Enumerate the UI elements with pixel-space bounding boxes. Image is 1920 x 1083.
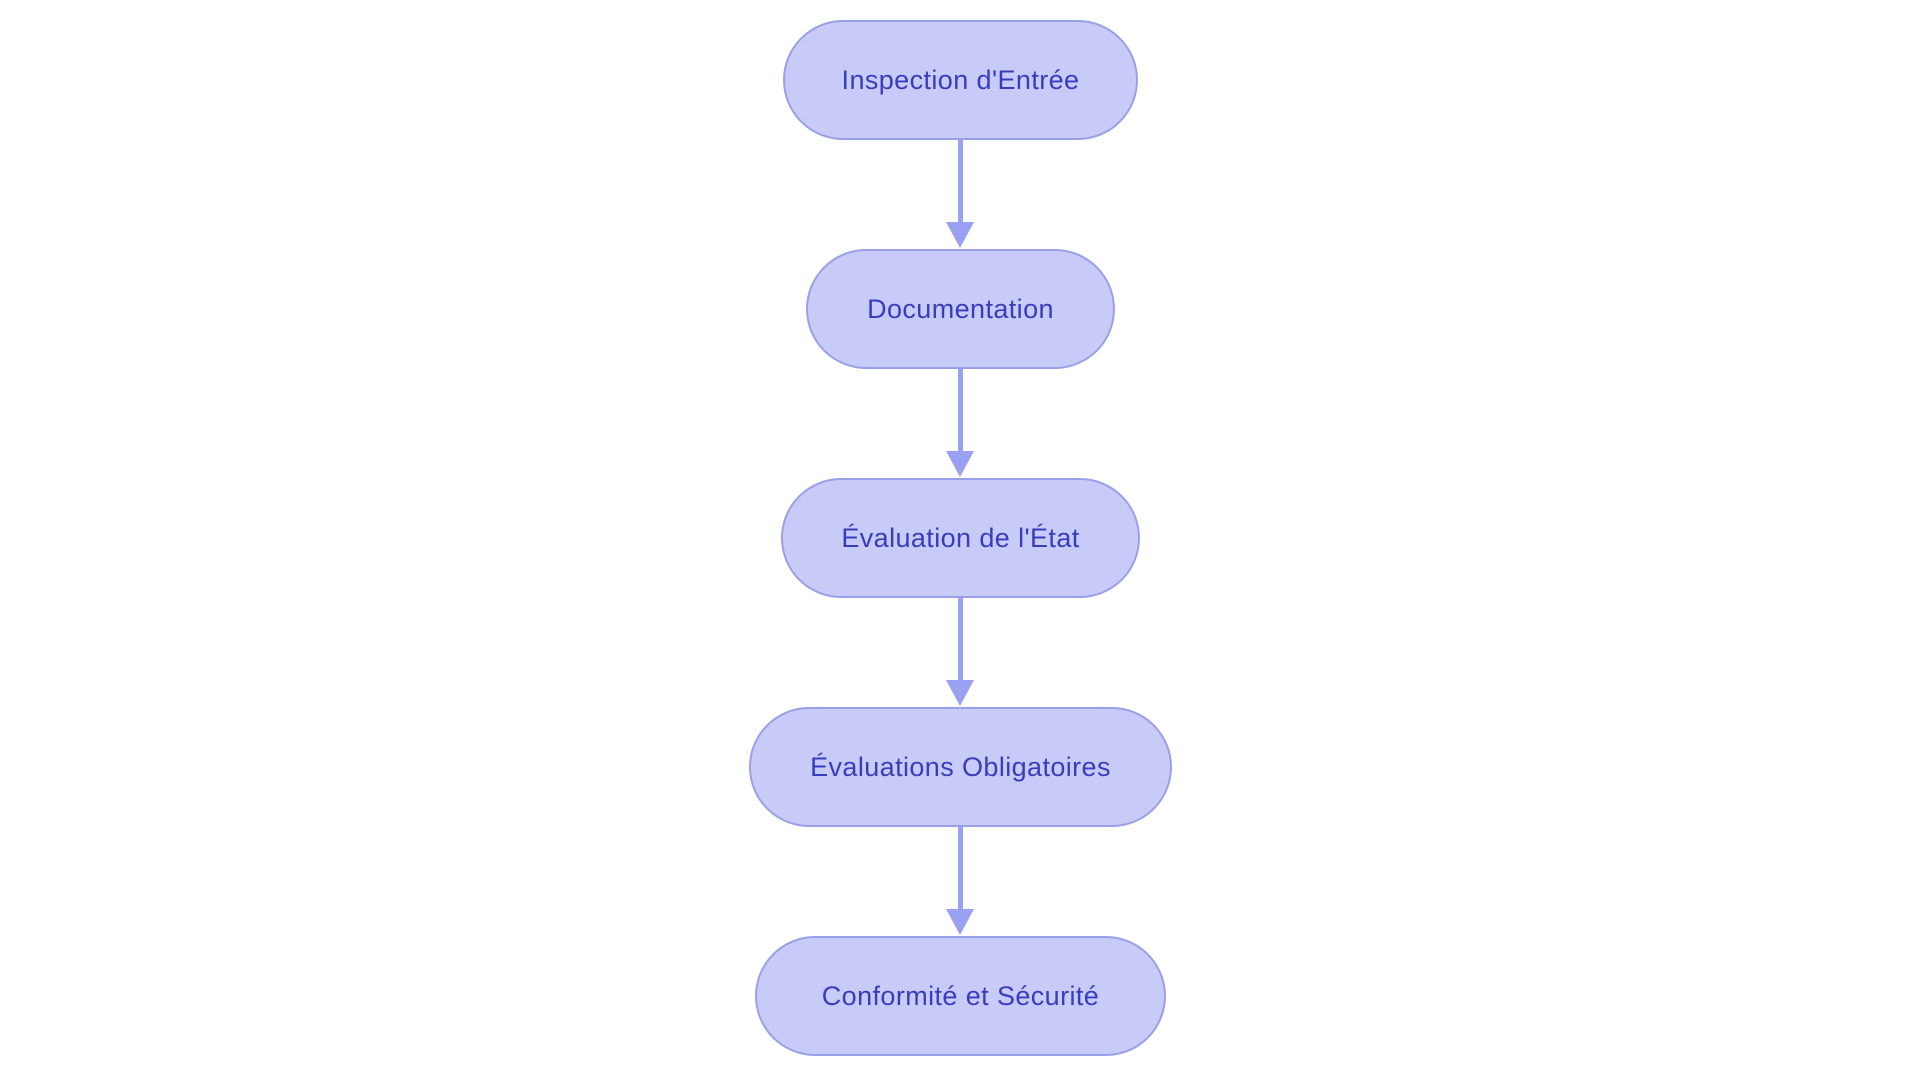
flow-node-label: Évaluations Obligatoires [810,751,1111,782]
flow-node-documentation: Documentation [806,249,1115,369]
arrow-down-icon [946,451,974,477]
arrow-line [958,369,963,452]
flow-node-evaluations-obligatoires: Évaluations Obligatoires [749,707,1172,827]
arrow-line [958,598,963,681]
flow-node-evaluation-etat: Évaluation de l'État [781,478,1140,598]
flow-node-label: Documentation [867,293,1054,324]
flow-node-inspection-entree: Inspection d'Entrée [783,20,1138,140]
flow-node-label: Inspection d'Entrée [841,64,1080,95]
flow-node-label: Évaluation de l'État [841,522,1080,553]
flow-node-label: Conformité et Sécurité [821,980,1100,1011]
arrow-line [958,827,963,910]
arrow-down-icon [946,680,974,706]
arrow-down-icon [946,222,974,248]
flow-node-conformite-securite: Conformité et Sécurité [755,936,1166,1056]
arrow-line [958,140,963,223]
arrow-down-icon [946,909,974,935]
